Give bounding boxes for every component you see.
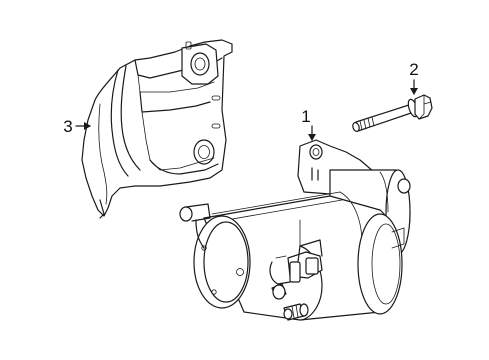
heat-shield — [81, 39, 233, 219]
callout-label-2: 2 — [409, 60, 418, 79]
callout-arrow-3 — [84, 122, 91, 130]
callout-arrow-1 — [308, 134, 316, 141]
starter-motor — [179, 139, 411, 321]
callout-1: 1 — [301, 107, 316, 141]
callout-arrow-2 — [410, 88, 418, 95]
callout-2: 2 — [409, 60, 419, 95]
callout-label-1: 1 — [301, 107, 310, 126]
callout-3: 3 — [63, 117, 91, 136]
callout-label-3: 3 — [63, 117, 72, 136]
mounting-bolt — [352, 94, 433, 132]
